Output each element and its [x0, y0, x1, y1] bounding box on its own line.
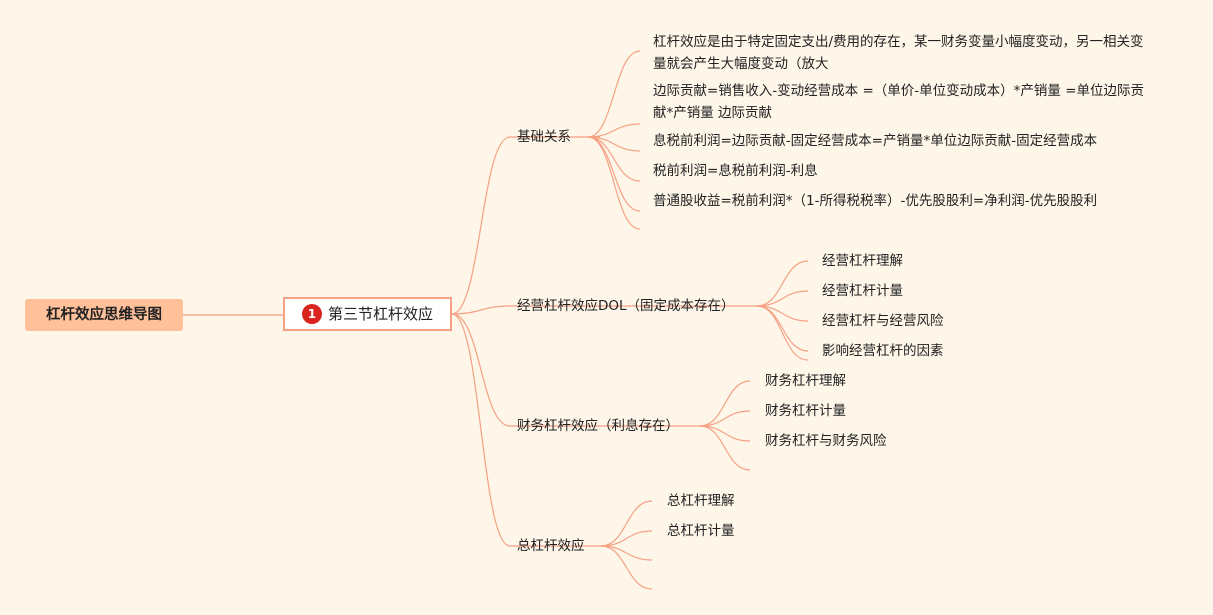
branch-basic-relation[interactable]: 基础关系	[517, 127, 571, 147]
root-node[interactable]: 杠杆效应思维导图	[25, 299, 183, 331]
leaf-connector-1-2	[756, 305, 809, 322]
leaf-label: 财务杠杆计量	[765, 403, 846, 419]
branch-financial-leverage[interactable]: 财务杠杆效应（利息存在）	[517, 416, 679, 436]
leaf-operating-2[interactable]: 经营杠杆计量	[822, 281, 903, 301]
leaf-connector-0-0	[587, 50, 641, 138]
leaf-connector-2-3	[699, 425, 751, 471]
leaf-connector-2-0	[699, 380, 751, 427]
leaf-label: 边际贡献=销售收入-变动经营成本 =（单价-单位变动成本）*产销量 =单位边际贡…	[653, 83, 1145, 121]
branch-label: 经营杠杆效应DOL（固定成本存在）	[517, 298, 735, 314]
leaf-financial-3[interactable]: 财务杠杆与财务风险	[765, 431, 887, 451]
leaf-label: 财务杠杆与财务风险	[765, 433, 887, 449]
branch-connector-2	[451, 313, 511, 427]
leaf-connector-1-4	[756, 305, 809, 361]
leaf-label: 经营杠杆与经营风险	[822, 313, 944, 329]
leaf-label: 息税前利润=边际贡献-固定经营成本=产销量*单位边际贡献-固定经营成本	[653, 133, 1098, 149]
leaf-basic-2[interactable]: 边际贡献=销售收入-变动经营成本 =（单价-单位变动成本）*产销量 =单位边际贡…	[653, 80, 1153, 124]
branch-operating-leverage[interactable]: 经营杠杆效应DOL（固定成本存在）	[517, 296, 735, 316]
leaf-total-2[interactable]: 总杠杆计量	[667, 521, 735, 541]
leaf-connector-0-1	[587, 123, 641, 138]
leaf-connector-2-1	[699, 410, 751, 427]
leaf-basic-5[interactable]: 普通股收益=税前利润*（1-所得税税率）-优先股股利=净利润-优先股股利	[653, 191, 1097, 211]
leaf-connector-3-3	[600, 545, 653, 590]
leaf-connector-2-2	[699, 425, 751, 442]
leaf-connector-0-2	[587, 136, 641, 152]
leaf-label: 普通股收益=税前利润*（1-所得税税率）-优先股股利=净利润-优先股股利	[653, 193, 1098, 209]
leaf-label: 杠杆效应是由于特定固定支出/费用的存在，某一财务变量小幅度变动，另一相关变量就会…	[653, 34, 1144, 72]
leaf-operating-1[interactable]: 经营杠杆理解	[822, 251, 903, 271]
leaf-connector-3-0	[600, 500, 653, 547]
branch-total-leverage[interactable]: 总杠杆效应	[517, 536, 585, 556]
leaf-operating-4[interactable]: 影响经营杠杆的因素	[822, 341, 944, 361]
priority-badge-icon: 1	[301, 304, 322, 324]
leaf-basic-4[interactable]: 税前利润=息税前利润-利息	[653, 161, 818, 181]
leaf-connector-1-0	[756, 260, 809, 307]
branch-label: 财务杠杆效应（利息存在）	[517, 418, 679, 434]
leaf-label: 财务杠杆理解	[765, 373, 846, 389]
leaf-label: 税前利润=息税前利润-利息	[653, 163, 818, 179]
leaf-connector-0-3	[587, 136, 641, 182]
leaf-financial-2[interactable]: 财务杠杆计量	[765, 401, 846, 421]
leaf-label: 经营杠杆计量	[822, 283, 903, 299]
leaf-total-1[interactable]: 总杠杆理解	[667, 491, 735, 511]
branch-label: 基础关系	[517, 129, 571, 145]
branch-connector-0	[451, 136, 511, 315]
branch-connector-3	[451, 313, 511, 547]
leaf-connector-1-3	[756, 305, 809, 352]
leaf-connector-1-1	[756, 290, 809, 307]
leaf-label: 总杠杆计量	[667, 523, 735, 539]
leaf-label: 影响经营杠杆的因素	[822, 343, 944, 359]
leaf-connector-3-1	[600, 530, 653, 547]
leaf-basic-1[interactable]: 杠杆效应是由于特定固定支出/费用的存在，某一财务变量小幅度变动，另一相关变量就会…	[653, 31, 1153, 75]
leaf-connector-0-5	[587, 136, 641, 230]
root-label: 杠杆效应思维导图	[46, 307, 162, 323]
branch-connector-1	[451, 305, 511, 315]
leaf-financial-1[interactable]: 财务杠杆理解	[765, 371, 846, 391]
main-topic-node[interactable]: 1 第三节杠杆效应	[283, 297, 452, 331]
leaf-connector-0-4	[587, 136, 641, 212]
leaf-label: 经营杠杆理解	[822, 253, 903, 269]
branch-label: 总杠杆效应	[517, 538, 585, 554]
leaf-operating-3[interactable]: 经营杠杆与经营风险	[822, 311, 944, 331]
main-topic-label: 第三节杠杆效应	[327, 305, 433, 323]
leaf-basic-3[interactable]: 息税前利润=边际贡献-固定经营成本=产销量*单位边际贡献-固定经营成本	[653, 131, 1097, 151]
leaf-label: 总杠杆理解	[667, 493, 735, 509]
